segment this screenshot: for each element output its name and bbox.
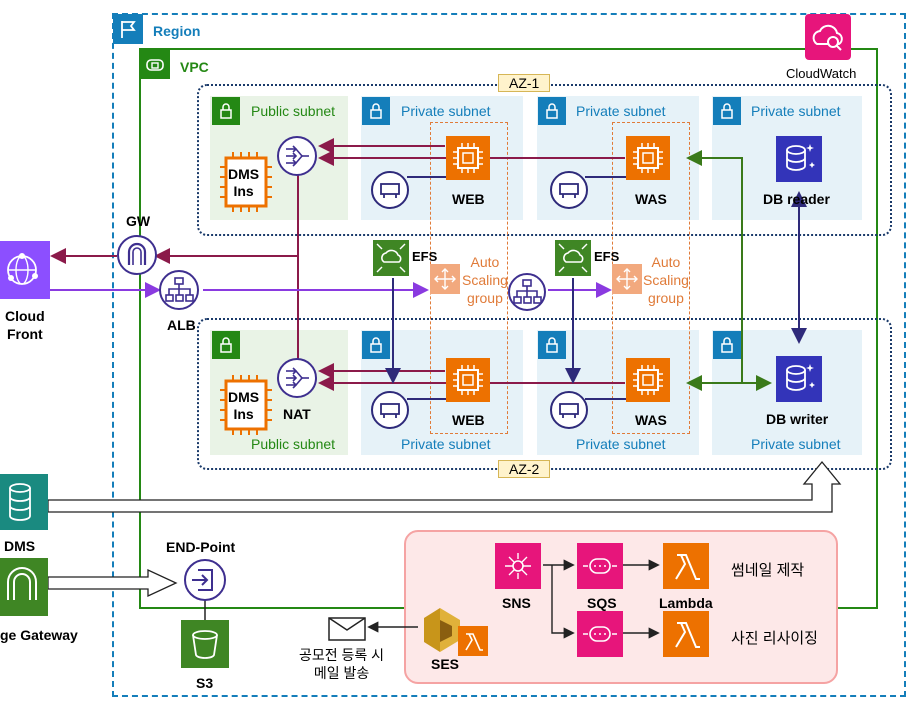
ec2-was-instance-icon-top — [626, 136, 670, 180]
sns-label: SNS — [502, 595, 531, 611]
private-subnet-label: Private subnet — [576, 103, 666, 119]
public-subnet-label-bottom: Public subnet — [251, 436, 336, 452]
dms-instance-label-bottom: DMS Ins — [228, 389, 260, 422]
sqs-label: SQS — [587, 595, 617, 611]
db-reader-icon — [776, 136, 822, 182]
cloudfront-icon — [0, 241, 50, 299]
network-interface-icon — [549, 390, 589, 430]
az2-label: AZ-2 — [498, 460, 551, 478]
ec2-web-instance-icon-top — [446, 136, 490, 180]
dms-instance-chip-bottom — [220, 374, 272, 436]
private-subnet-label: Private subnet — [401, 103, 491, 119]
db-writer-label: DB writer — [766, 411, 829, 427]
web-label-top: WEB — [452, 191, 485, 207]
network-interface-icon — [370, 390, 410, 430]
sns-icon — [495, 543, 541, 589]
nat-gateway-icon-top — [276, 135, 318, 177]
s3-label: S3 — [196, 675, 214, 691]
efs-label: EFS — [412, 249, 438, 264]
ses-label: SES — [431, 656, 460, 672]
auto-scaling-icon — [430, 264, 460, 294]
ec2-web-instance-icon-bottom — [446, 358, 490, 402]
cloudfront-label: Cloud Front — [5, 308, 45, 342]
storage-gateway-icon — [0, 558, 48, 616]
lock-icon — [713, 331, 741, 359]
auto-scaling-label: Auto Scaling group — [643, 254, 689, 306]
region-boundary — [112, 13, 906, 697]
cloudwatch-icon — [805, 14, 851, 60]
dms-instance-chip-top — [220, 151, 272, 213]
nat-label: NAT — [283, 406, 311, 422]
private-subnet-label: Private subnet — [576, 436, 666, 452]
ses-icon — [420, 604, 466, 656]
lock-icon — [713, 97, 741, 125]
ec2-was-instance-icon-bottom — [626, 358, 670, 402]
cloudwatch-label: CloudWatch — [786, 66, 857, 81]
efs-icon — [373, 240, 409, 276]
public-subnet-label-top: Public subnet — [251, 103, 336, 119]
private-subnet-label: Private subnet — [751, 103, 841, 119]
private-subnet-label: Private subnet — [751, 436, 841, 452]
mail-label: 공모전 등록 시 메일 발송 — [299, 647, 385, 681]
was-label-top: WAS — [635, 191, 667, 207]
lock-icon — [212, 97, 240, 125]
lambda-label: Lambda — [659, 595, 713, 611]
s3-bucket-icon — [181, 620, 229, 668]
vpc-icon — [140, 49, 170, 79]
ses-lambda-icon — [458, 626, 488, 656]
storage-gateway-label: ge Gateway — [0, 627, 78, 643]
az1-label: AZ-1 — [498, 74, 551, 92]
alb-icon — [158, 269, 200, 311]
lock-icon — [212, 331, 240, 359]
lock-icon — [362, 331, 390, 359]
network-interface-icon — [370, 170, 410, 210]
vpc-label: VPC — [180, 59, 209, 75]
lock-icon — [362, 97, 390, 125]
network-interface-icon — [549, 170, 589, 210]
private-subnet-label: Private subnet — [401, 436, 491, 452]
lock-icon — [538, 97, 566, 125]
auto-scaling-label: Auto Scaling group — [462, 254, 508, 306]
db-reader-label: DB reader — [763, 191, 830, 207]
vpc-endpoint-icon — [183, 558, 227, 602]
region-icon — [113, 14, 143, 44]
efs-icon — [555, 240, 591, 276]
region-label: Region — [153, 23, 201, 39]
dms-instance-label-top: DMS Ins — [228, 166, 260, 199]
endpoint-label: END-Point — [166, 539, 236, 555]
auto-scaling-icon — [612, 264, 642, 294]
db-writer-icon — [776, 356, 822, 402]
lock-icon — [538, 331, 566, 359]
load-balancer-icon — [507, 272, 547, 312]
sqs-icon — [577, 611, 623, 657]
alb-label: ALB — [167, 317, 196, 333]
efs-label: EFS — [594, 249, 620, 264]
lambda-icon — [663, 543, 709, 589]
sqs-icon — [577, 543, 623, 589]
lambda-icon — [663, 611, 709, 657]
was-label-bottom: WAS — [635, 412, 667, 428]
web-label-bottom: WEB — [452, 412, 485, 428]
resize-label: 사진 리사이징 — [731, 630, 818, 647]
email-envelope-icon — [328, 617, 366, 641]
dms-label: DMS — [4, 538, 36, 554]
nat-gateway-icon-bottom — [276, 357, 318, 399]
gw-label: GW — [126, 213, 151, 229]
dms-service-icon — [0, 474, 48, 530]
internet-gateway-icon — [116, 234, 158, 276]
thumbnail-label: 썸네일 제작 — [731, 562, 805, 579]
